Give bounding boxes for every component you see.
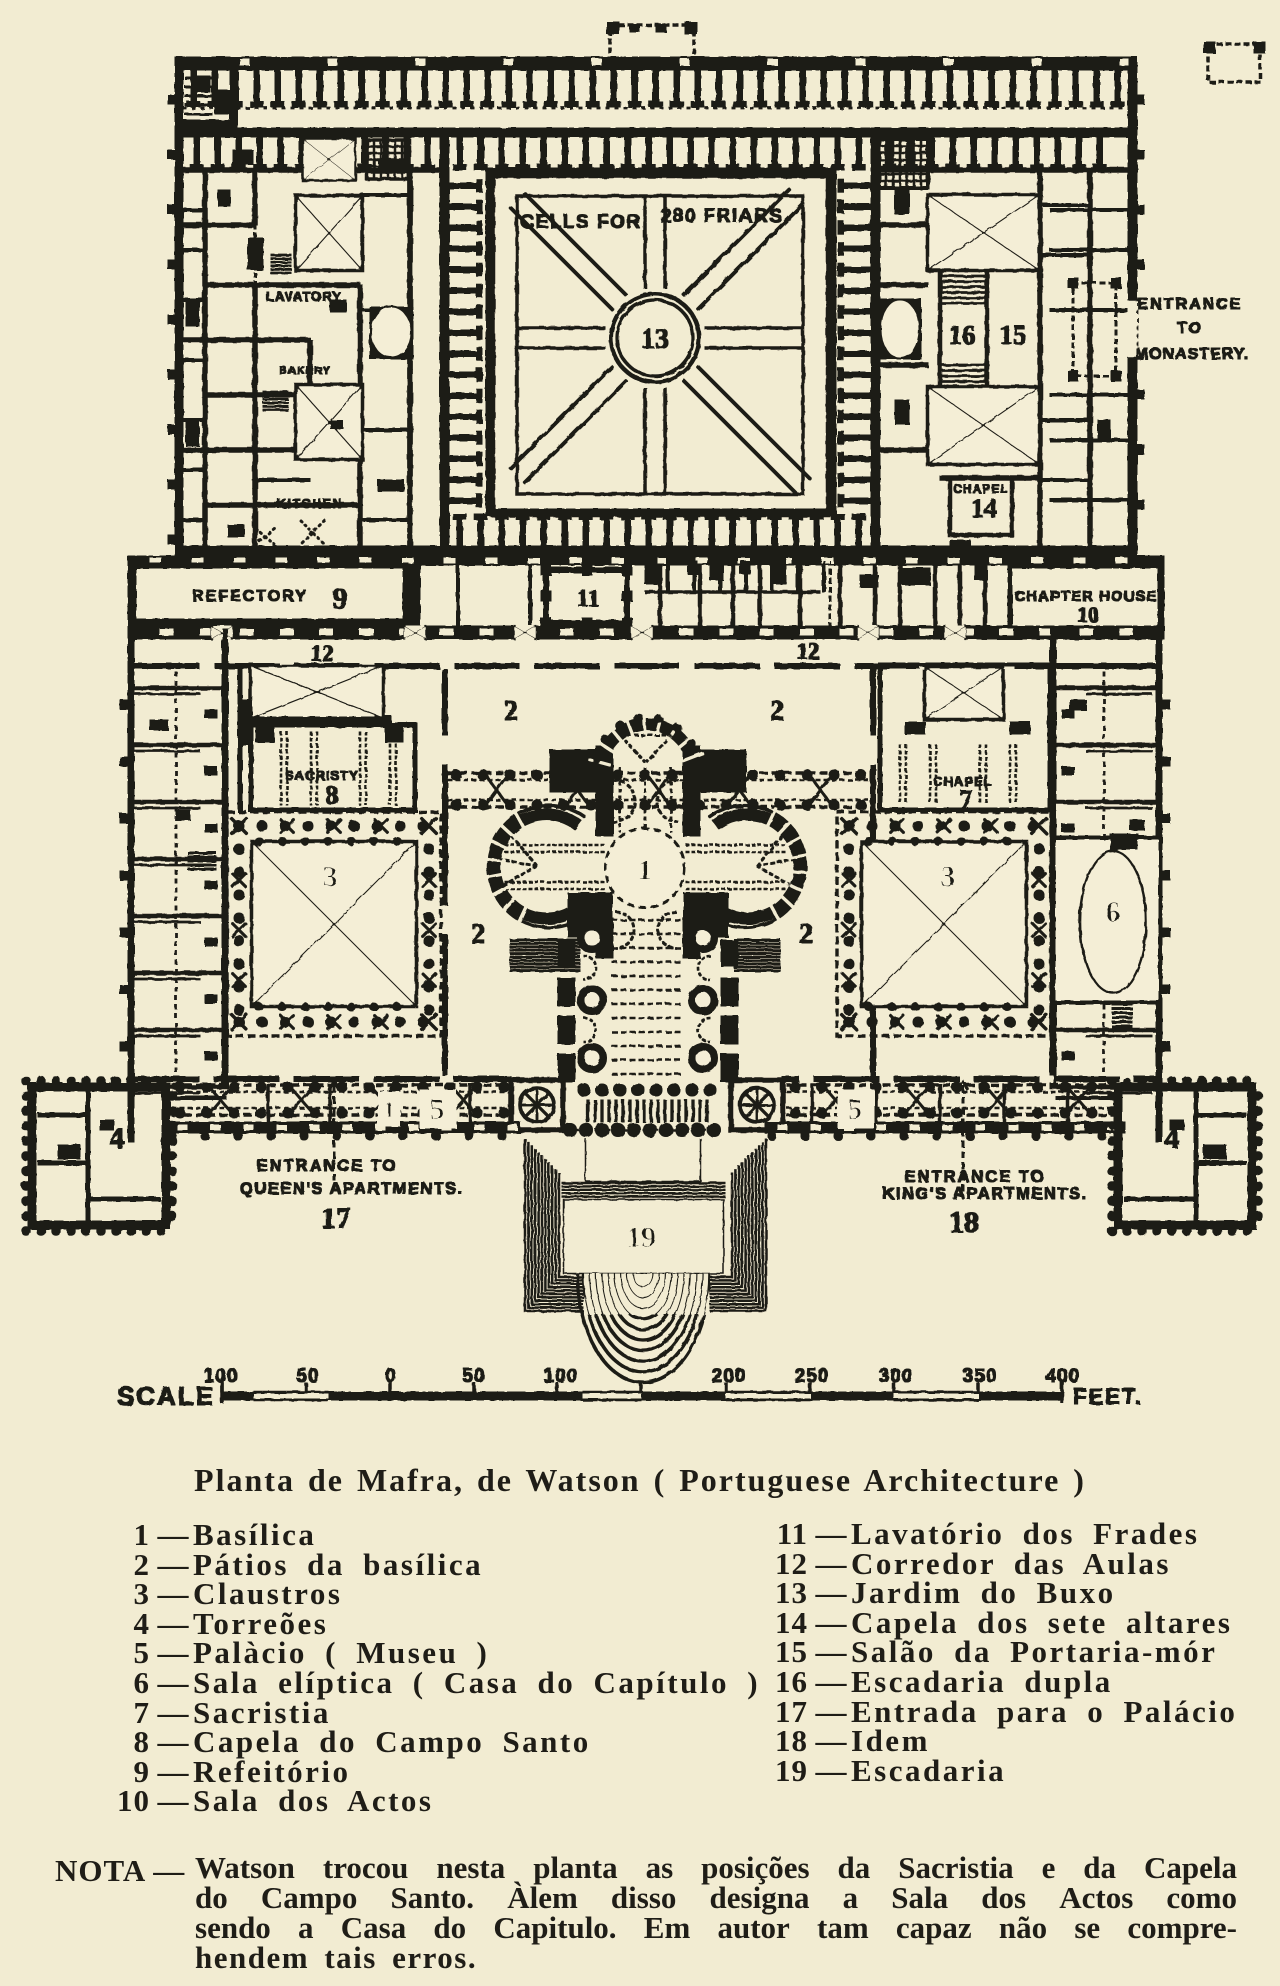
svg-text:2: 2 xyxy=(504,696,518,727)
svg-text:ENTRANCE: ENTRANCE xyxy=(1138,296,1243,313)
svg-text:4: 4 xyxy=(1165,1122,1180,1155)
svg-text:17: 17 xyxy=(321,1202,351,1235)
svg-text:100: 100 xyxy=(544,1366,579,1387)
svg-text:0: 0 xyxy=(385,1366,397,1387)
svg-text:FEET.: FEET. xyxy=(1073,1384,1143,1409)
svg-text:LAVATORY: LAVATORY xyxy=(266,289,342,304)
svg-text:350: 350 xyxy=(963,1366,998,1387)
svg-text:SCALE: SCALE xyxy=(117,1381,215,1411)
svg-text:CELLS FOR: CELLS FOR xyxy=(520,212,641,233)
svg-text:1: 1 xyxy=(384,1097,395,1122)
svg-text:11: 11 xyxy=(577,586,600,612)
svg-text:13: 13 xyxy=(641,324,669,355)
svg-text:CHAPEL: CHAPEL xyxy=(953,482,1008,496)
svg-text:280 FRIARS: 280 FRIARS xyxy=(661,206,784,227)
svg-text:MONASTERY.: MONASTERY. xyxy=(1135,346,1249,363)
svg-text:KITCHEN: KITCHEN xyxy=(277,497,343,511)
svg-text:CHAPEL: CHAPEL xyxy=(933,774,992,789)
svg-text:CHAPTER HOUSE: CHAPTER HOUSE xyxy=(1014,588,1157,605)
svg-text:3: 3 xyxy=(323,860,338,893)
svg-text:2: 2 xyxy=(799,919,813,950)
svg-text:16: 16 xyxy=(949,320,976,350)
svg-text:5: 5 xyxy=(430,1093,445,1126)
svg-text:50: 50 xyxy=(296,1366,319,1387)
svg-text:14: 14 xyxy=(971,494,997,523)
svg-text:4: 4 xyxy=(110,1122,125,1155)
svg-text:5: 5 xyxy=(848,1093,863,1126)
svg-text:TO: TO xyxy=(1177,320,1203,337)
svg-text:KING'S APARTMENTS.: KING'S APARTMENTS. xyxy=(882,1185,1087,1203)
svg-text:19: 19 xyxy=(626,1221,656,1254)
svg-text:12: 12 xyxy=(311,641,334,666)
svg-text:2: 2 xyxy=(770,696,784,727)
svg-text:250: 250 xyxy=(795,1366,830,1387)
svg-text:SACRISTY: SACRISTY xyxy=(285,768,359,783)
svg-text:QUEEN'S APARTMENTS.: QUEEN'S APARTMENTS. xyxy=(240,1180,464,1198)
svg-text:12: 12 xyxy=(797,639,820,664)
svg-text:300: 300 xyxy=(879,1366,914,1387)
svg-text:400: 400 xyxy=(1046,1366,1081,1387)
svg-text:18: 18 xyxy=(949,1206,979,1239)
svg-text:8: 8 xyxy=(326,781,339,810)
svg-text:ENTRANCE TO: ENTRANCE TO xyxy=(905,1168,1046,1186)
svg-text:50: 50 xyxy=(462,1366,485,1387)
svg-text:15: 15 xyxy=(1000,320,1027,350)
svg-text:1: 1 xyxy=(638,854,653,887)
svg-text:3: 3 xyxy=(941,860,956,893)
svg-text:BAKERY: BAKERY xyxy=(279,365,331,377)
svg-text:10: 10 xyxy=(1077,602,1099,627)
svg-text:6: 6 xyxy=(1106,896,1121,929)
svg-text:ENTRANCE TO: ENTRANCE TO xyxy=(257,1157,398,1175)
svg-text:100: 100 xyxy=(204,1366,239,1387)
svg-text:REFECTORY: REFECTORY xyxy=(192,588,308,605)
svg-text:2: 2 xyxy=(471,919,485,950)
svg-text:7: 7 xyxy=(960,785,973,814)
svg-text:9: 9 xyxy=(333,582,348,615)
svg-text:200: 200 xyxy=(712,1366,747,1387)
